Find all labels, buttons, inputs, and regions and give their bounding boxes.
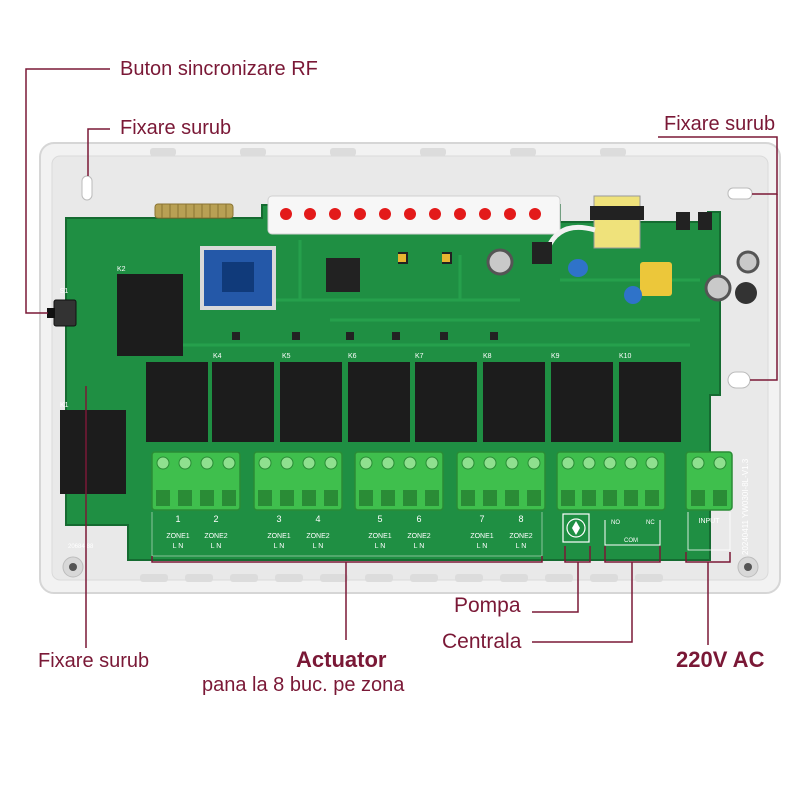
zone-ln: L N (477, 543, 488, 550)
zone-name: ZONE2 (407, 533, 430, 540)
transformer (593, 195, 641, 249)
zone-bracket (151, 512, 543, 557)
relay-k1 (60, 410, 126, 494)
screw-slot-top-left (81, 175, 93, 201)
actuator-subtitle: pana la 8 buc. pe zona (202, 674, 405, 696)
zone-number: 3 (276, 514, 281, 524)
relay-label: K8 (483, 353, 492, 360)
capacitor (704, 274, 732, 302)
zone-name: ZONE1 (267, 533, 290, 540)
zone-name: ZONE1 (368, 533, 391, 540)
relay-label: K4 (213, 353, 222, 360)
zone-ln: L N (211, 543, 222, 550)
zone-ln: L N (173, 543, 184, 550)
boiler-label: Centrala (442, 630, 522, 653)
zone-ln: L N (414, 543, 425, 550)
zone-number: 6 (416, 514, 421, 524)
zone-name: ZONE2 (509, 533, 532, 540)
zone-ln: L N (313, 543, 324, 550)
status-leds (280, 208, 541, 220)
relay-label: K7 (415, 353, 424, 360)
relay-label: K6 (348, 353, 357, 360)
rf-sync-button (53, 299, 77, 327)
zone-number: 2 (213, 514, 218, 524)
boiler-contact-bracket (604, 520, 661, 546)
relay-label: K5 (282, 353, 291, 360)
screw-bottom-left-label: Fixare surub (38, 650, 150, 672)
capacitor (736, 250, 760, 274)
relay-k2 (117, 274, 183, 356)
relay-bank (146, 362, 681, 442)
zone-ln: L N (516, 543, 527, 550)
zone-number: 8 (518, 514, 523, 524)
board-code: 20684-88 (68, 544, 94, 550)
film-capacitor (640, 262, 672, 296)
zone-number: 1 (175, 514, 180, 524)
terminal-screws (156, 456, 727, 470)
no-label: NO (611, 520, 620, 526)
screw-slot-right (727, 371, 751, 389)
nc-label: NC (646, 520, 655, 526)
callout-lines (25, 68, 778, 648)
s1-label: S1 (60, 288, 69, 295)
power-label: 220V AC (676, 647, 765, 672)
relay-label: K9 (551, 353, 560, 360)
zone-name: ZONE1 (166, 533, 189, 540)
ic-chip (326, 258, 360, 292)
zone-number: 7 (479, 514, 484, 524)
relay-label: K10 (619, 353, 632, 360)
com-label: COM (624, 538, 638, 544)
zone-ln: L N (375, 543, 386, 550)
board-version: 20240411 YW030I-8L-V1.3 (741, 458, 750, 555)
pump-icon (562, 513, 590, 543)
zone-ln: L N (274, 543, 285, 550)
zone-name: ZONE2 (306, 533, 329, 540)
capacitor (735, 282, 757, 304)
actuator-title: Actuator (296, 647, 387, 672)
zone-name: ZONE2 (204, 533, 227, 540)
screw-top-right-label: Fixare surub (664, 113, 776, 135)
screw-top-left-label: Fixare surub (120, 117, 232, 139)
k2-label: K2 (117, 266, 126, 273)
k1-label: K1 (60, 402, 69, 409)
zone-number: 5 (377, 514, 382, 524)
capacitor (486, 248, 514, 276)
rf-button-label: Buton sincronizare RF (120, 58, 318, 80)
zone-number: 4 (315, 514, 320, 524)
zone-name: ZONE1 (470, 533, 493, 540)
screw-slot-top-right (727, 187, 753, 200)
input-label: INPUT (699, 518, 721, 525)
pump-label: Pompa (454, 594, 521, 617)
input-bracket (687, 512, 731, 551)
